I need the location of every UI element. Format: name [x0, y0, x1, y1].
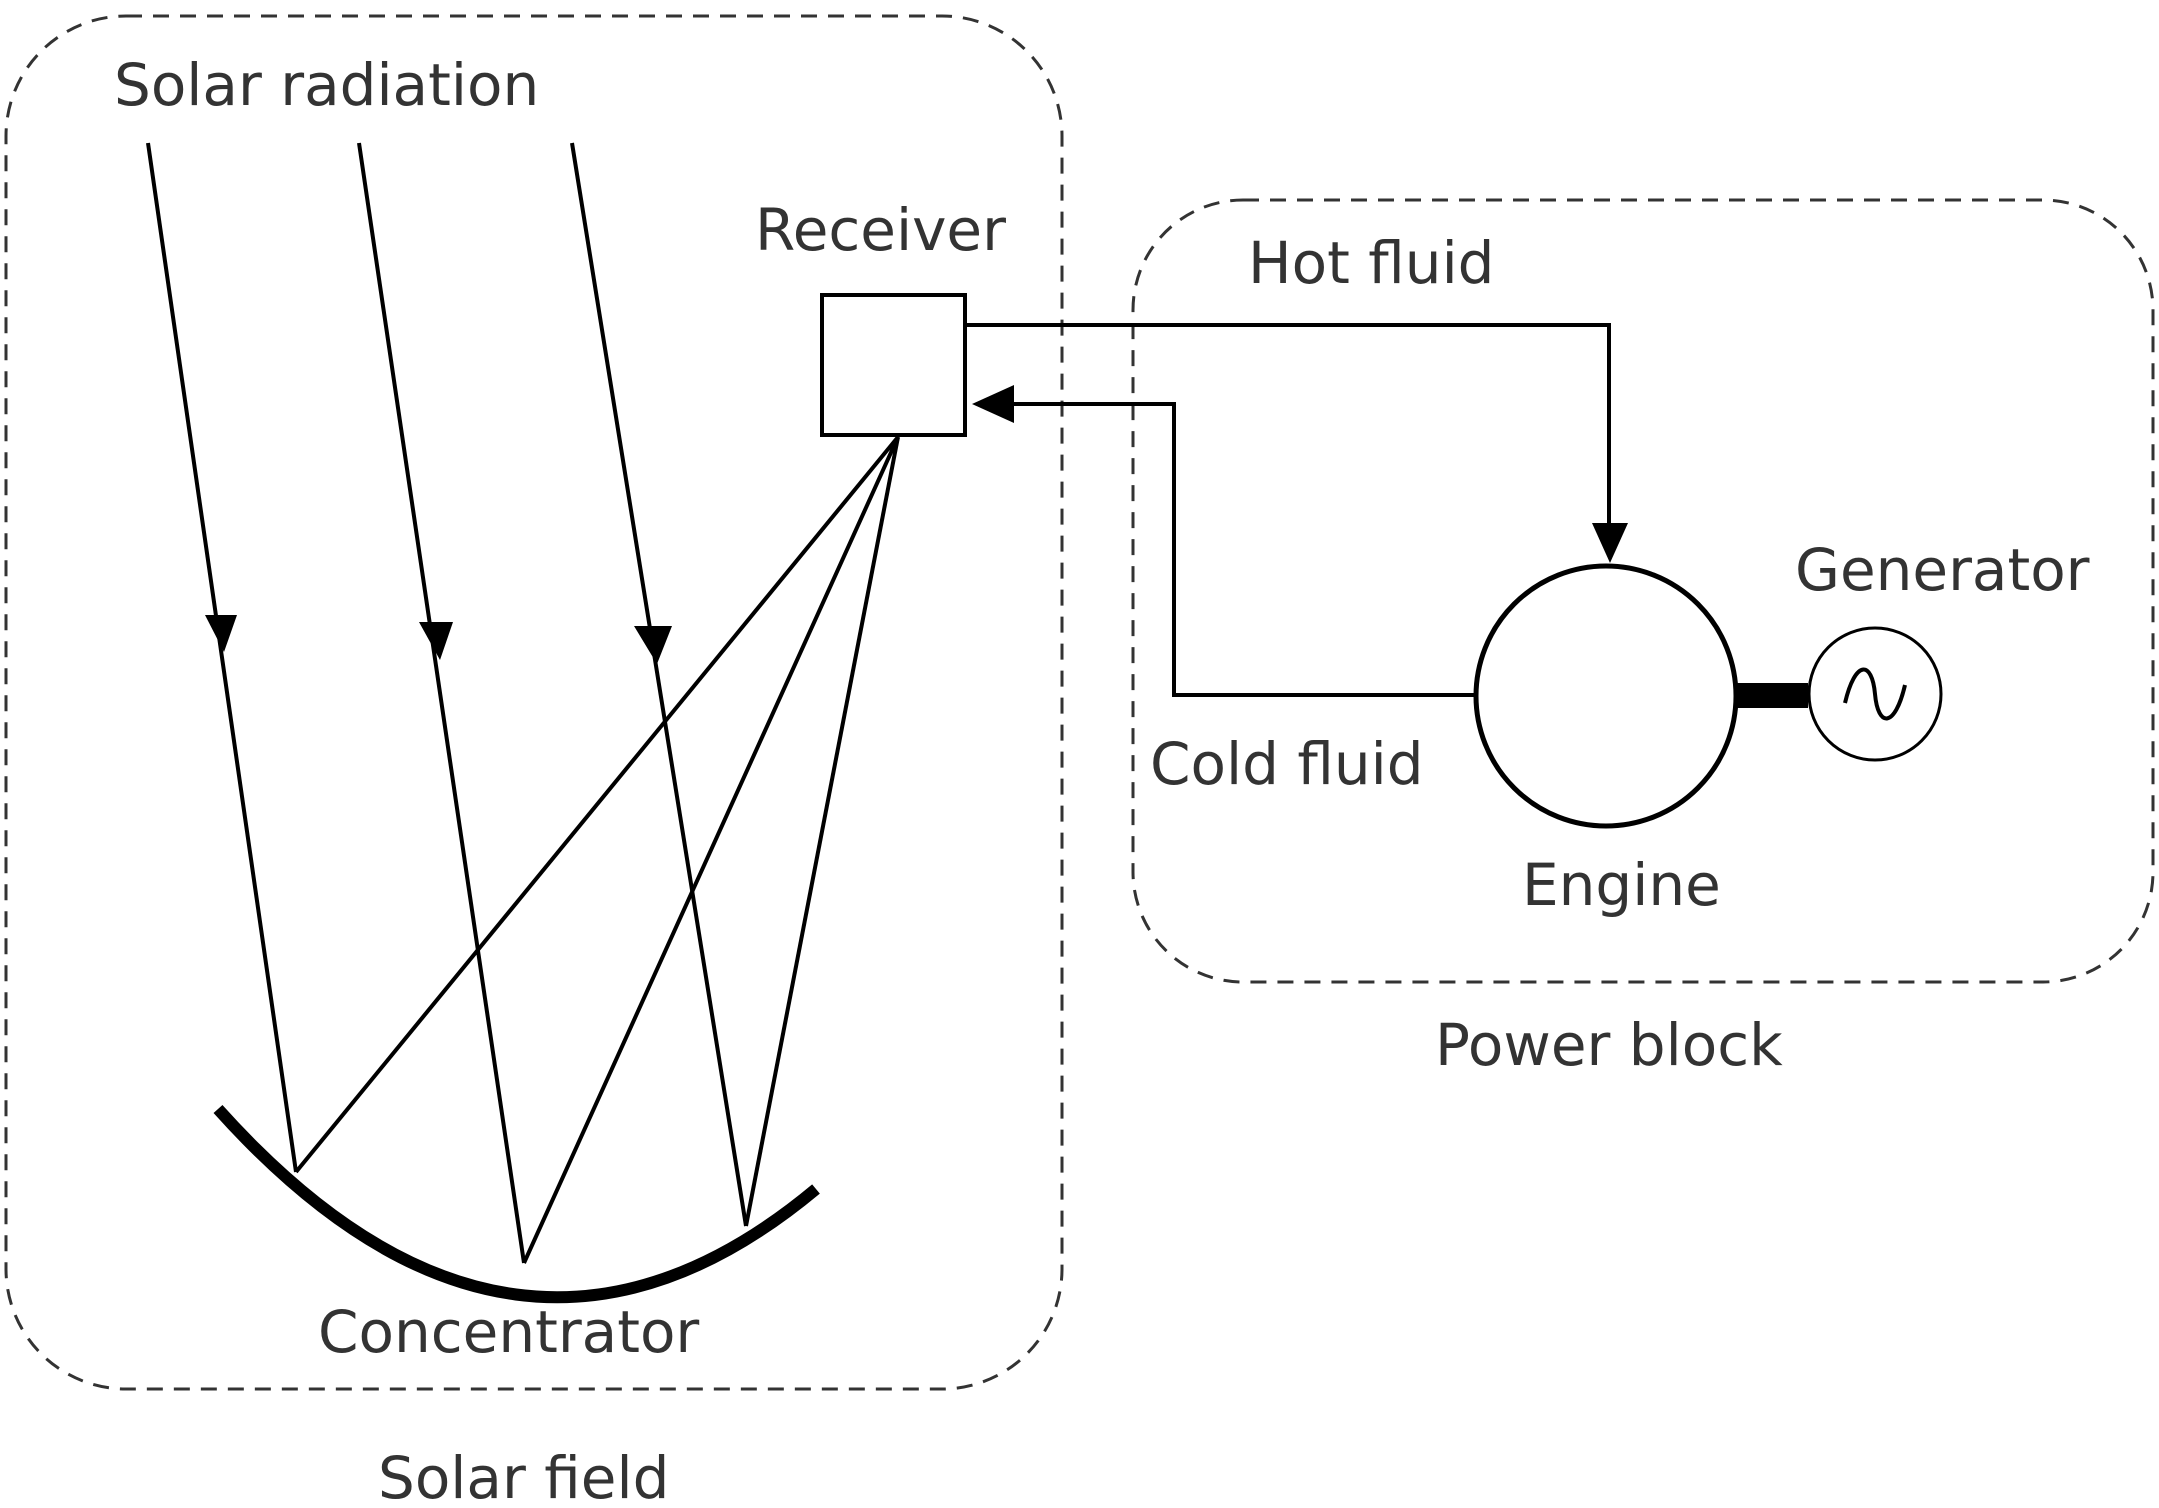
concentrator-label: Concentrator [318, 1298, 699, 1366]
hot-fluid-label: Hot fluid [1248, 229, 1495, 297]
power-block-boundary [1131, 198, 2155, 984]
reflected-ray-2 [522, 436, 900, 1264]
cold-fluid-label: Cold fluid [1150, 730, 1424, 798]
solar-ray-2 [357, 142, 526, 1264]
cold-fluid-pipe [1010, 402, 1476, 697]
solar-field-label: Solar field [378, 1444, 669, 1508]
engine-label: Engine [1522, 851, 1721, 919]
hot-fluid-pipe [965, 323, 1611, 525]
receiver-label: Receiver [755, 196, 1006, 264]
incoming-solar-rays [146, 142, 748, 1264]
ray-arrowhead-2 [419, 622, 453, 660]
generator-label: Generator [1795, 536, 2090, 604]
solar-radiation-label: Solar radiation [114, 51, 539, 119]
reflected-rays [294, 435, 900, 1264]
reflected-ray-1 [294, 435, 900, 1174]
hot-fluid-arrowhead [1592, 523, 1628, 563]
engine-circle [1473, 563, 1739, 829]
solar-field-boundary [4, 14, 1064, 1391]
ray-arrowhead-3 [634, 626, 672, 664]
solar-ray-3 [570, 142, 748, 1227]
power-block-label: Power block [1435, 1011, 1783, 1079]
concentrator-dish [213, 1104, 820, 1304]
ray-arrowhead-1 [205, 615, 237, 652]
engine-generator-shaft [1736, 683, 1808, 708]
cold-fluid-arrowhead [972, 385, 1014, 423]
sine-wave-icon [1843, 667, 1907, 721]
solar-ray-1 [146, 142, 298, 1173]
reflected-ray-3 [744, 436, 900, 1227]
receiver-box [820, 293, 967, 437]
